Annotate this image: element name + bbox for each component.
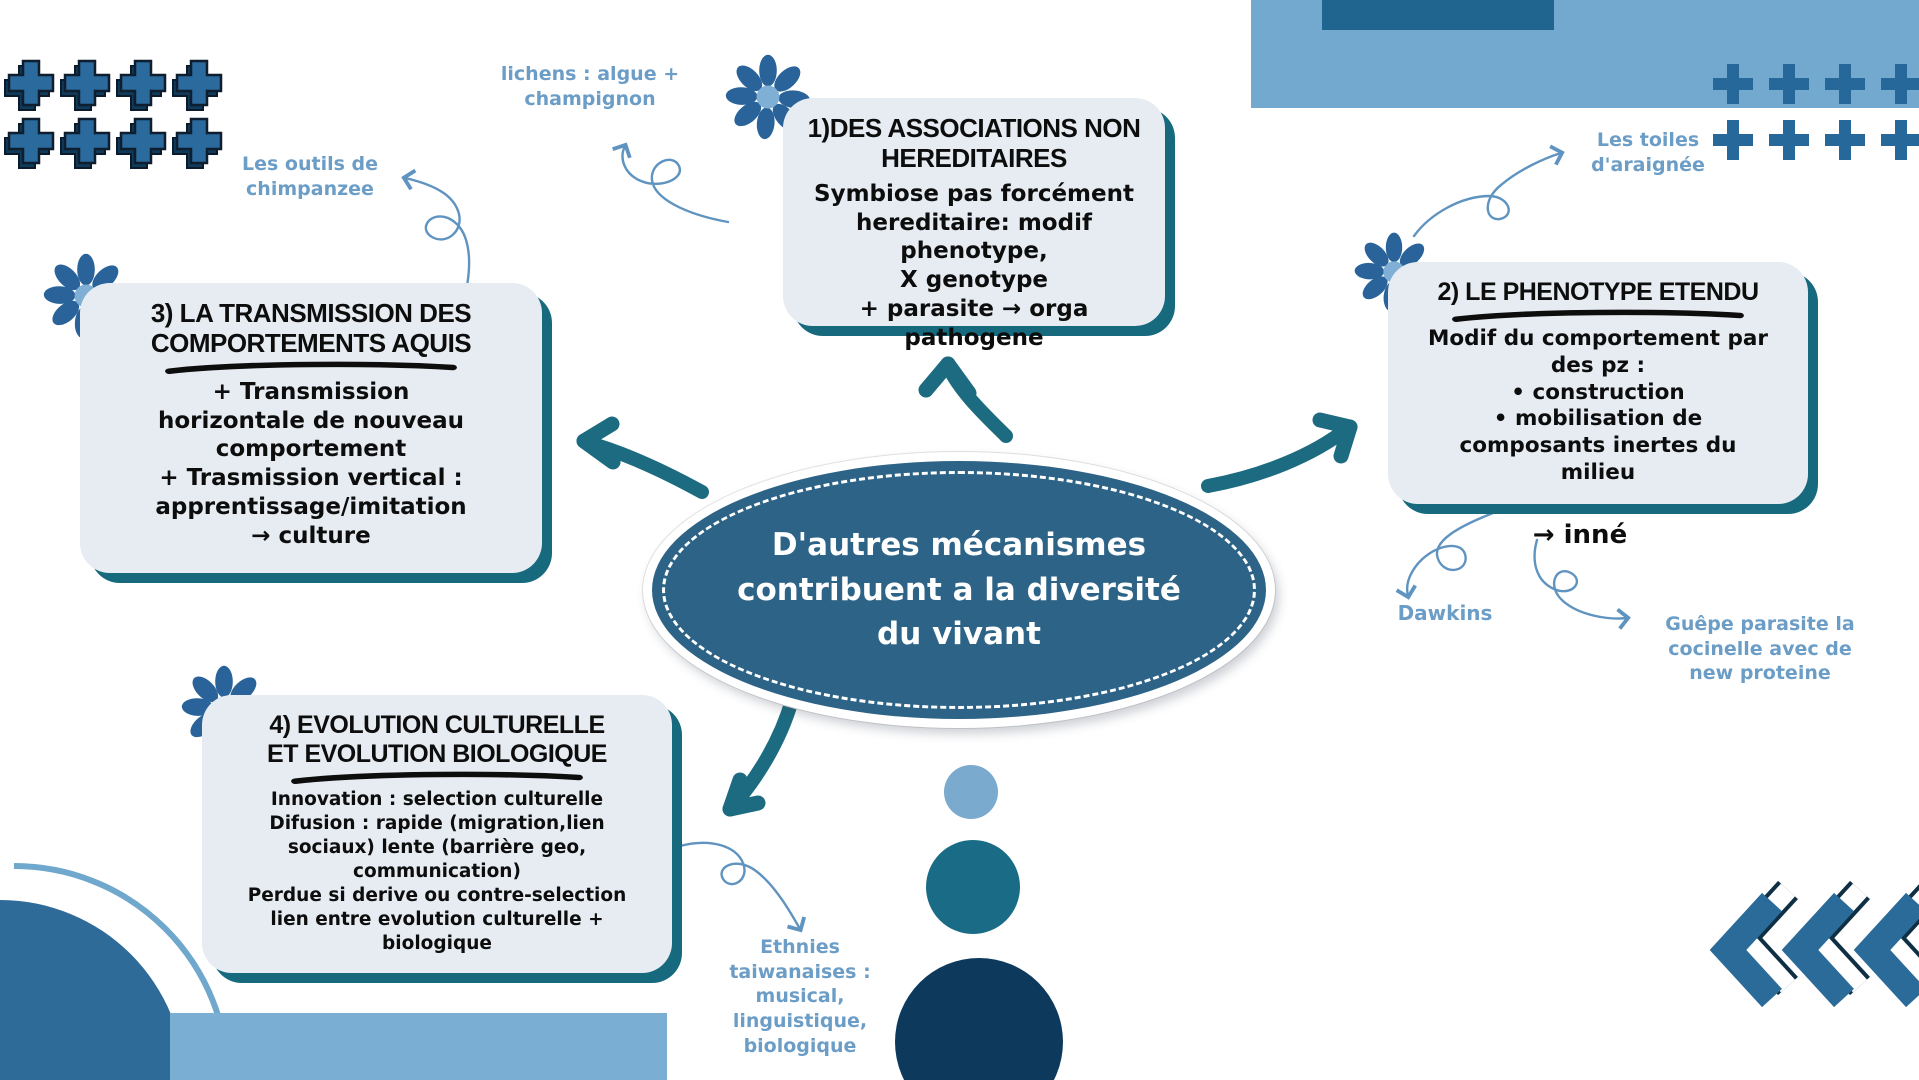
brush-underline bbox=[165, 361, 457, 374]
box-evolution-culturelle: 4) EVOLUTION CULTURELLE ET EVOLUTION BIO… bbox=[202, 695, 672, 973]
box3-title: 3) LA TRANSMISSION DES COMPORTEMENTS AQU… bbox=[150, 298, 472, 358]
chevron-arrows bbox=[1709, 880, 1919, 1008]
curl-to-guepe bbox=[1533, 538, 1631, 630]
box-phenotype-etendu: 2) LE PHENOTYPE ETENDU Modif du comporte… bbox=[1388, 262, 1808, 504]
bottom-left-quarter-shapes bbox=[0, 863, 667, 1080]
curl-to-dawkins bbox=[1395, 511, 1495, 600]
note-lichens: lichens : algue + champignon bbox=[500, 63, 680, 110]
box4-title: 4) EVOLUTION CULTURELLE ET EVOLUTION BIO… bbox=[267, 711, 607, 768]
arrow-to-box3 bbox=[576, 416, 709, 499]
box1-title: 1)DES ASSOCIATIONS NON HEREDITAIRES bbox=[807, 113, 1141, 173]
curl-to-ethnies bbox=[678, 841, 807, 933]
box-associations-non-hereditaires: 1)DES ASSOCIATIONS NON HEREDITAIRES Symb… bbox=[783, 98, 1165, 351]
brush-underline bbox=[291, 771, 583, 784]
curl-to-chimpanzee bbox=[401, 168, 471, 288]
bottom-strip bbox=[170, 1013, 667, 1080]
top-right-banner bbox=[1251, 0, 1919, 108]
box3-body: + Transmission horizontale de nouveau co… bbox=[155, 378, 467, 549]
note-dawkins: Dawkins bbox=[1397, 601, 1493, 625]
box-transmission-comportements: 3) LA TRANSMISSION DES COMPORTEMENTS AQU… bbox=[80, 283, 542, 573]
arrow-to-box2 bbox=[1201, 412, 1358, 493]
note-chimpanzee: Les outils de chimpanzee bbox=[241, 153, 378, 200]
box2-body: Modif du comportement par des pz : • con… bbox=[1427, 325, 1769, 486]
note-guepe: Guêpe parasite la cocinelle avec de new … bbox=[1665, 613, 1855, 685]
plus-grid-top-left bbox=[3, 59, 223, 170]
arrow-to-box1 bbox=[918, 356, 1013, 443]
central-topic-ellipse: D'autres mécanismes contribuent a la div… bbox=[643, 452, 1275, 728]
box2-title: 2) LE PHENOTYPE ETENDU bbox=[1437, 278, 1760, 306]
box2-after-note: → inné bbox=[1532, 520, 1628, 550]
arrow-to-box4 bbox=[722, 693, 799, 817]
curl-to-toiles bbox=[1412, 144, 1565, 238]
central-topic-title: D'autres mécanismes contribuent a la div… bbox=[737, 526, 1181, 653]
dot-circles bbox=[895, 765, 1063, 1080]
box1-body: Symbiose pas forcément hereditaire: modi… bbox=[814, 180, 1134, 351]
brush-underline bbox=[1452, 309, 1744, 322]
note-toiles-araignee: Les toiles d'araignée bbox=[1591, 129, 1705, 176]
curl-to-lichens bbox=[612, 142, 730, 224]
note-ethnies: Ethnies taiwanaises : musical, linguisti… bbox=[729, 936, 871, 1057]
box4-body: Innovation : selection culturelle Difusi… bbox=[247, 788, 627, 954]
